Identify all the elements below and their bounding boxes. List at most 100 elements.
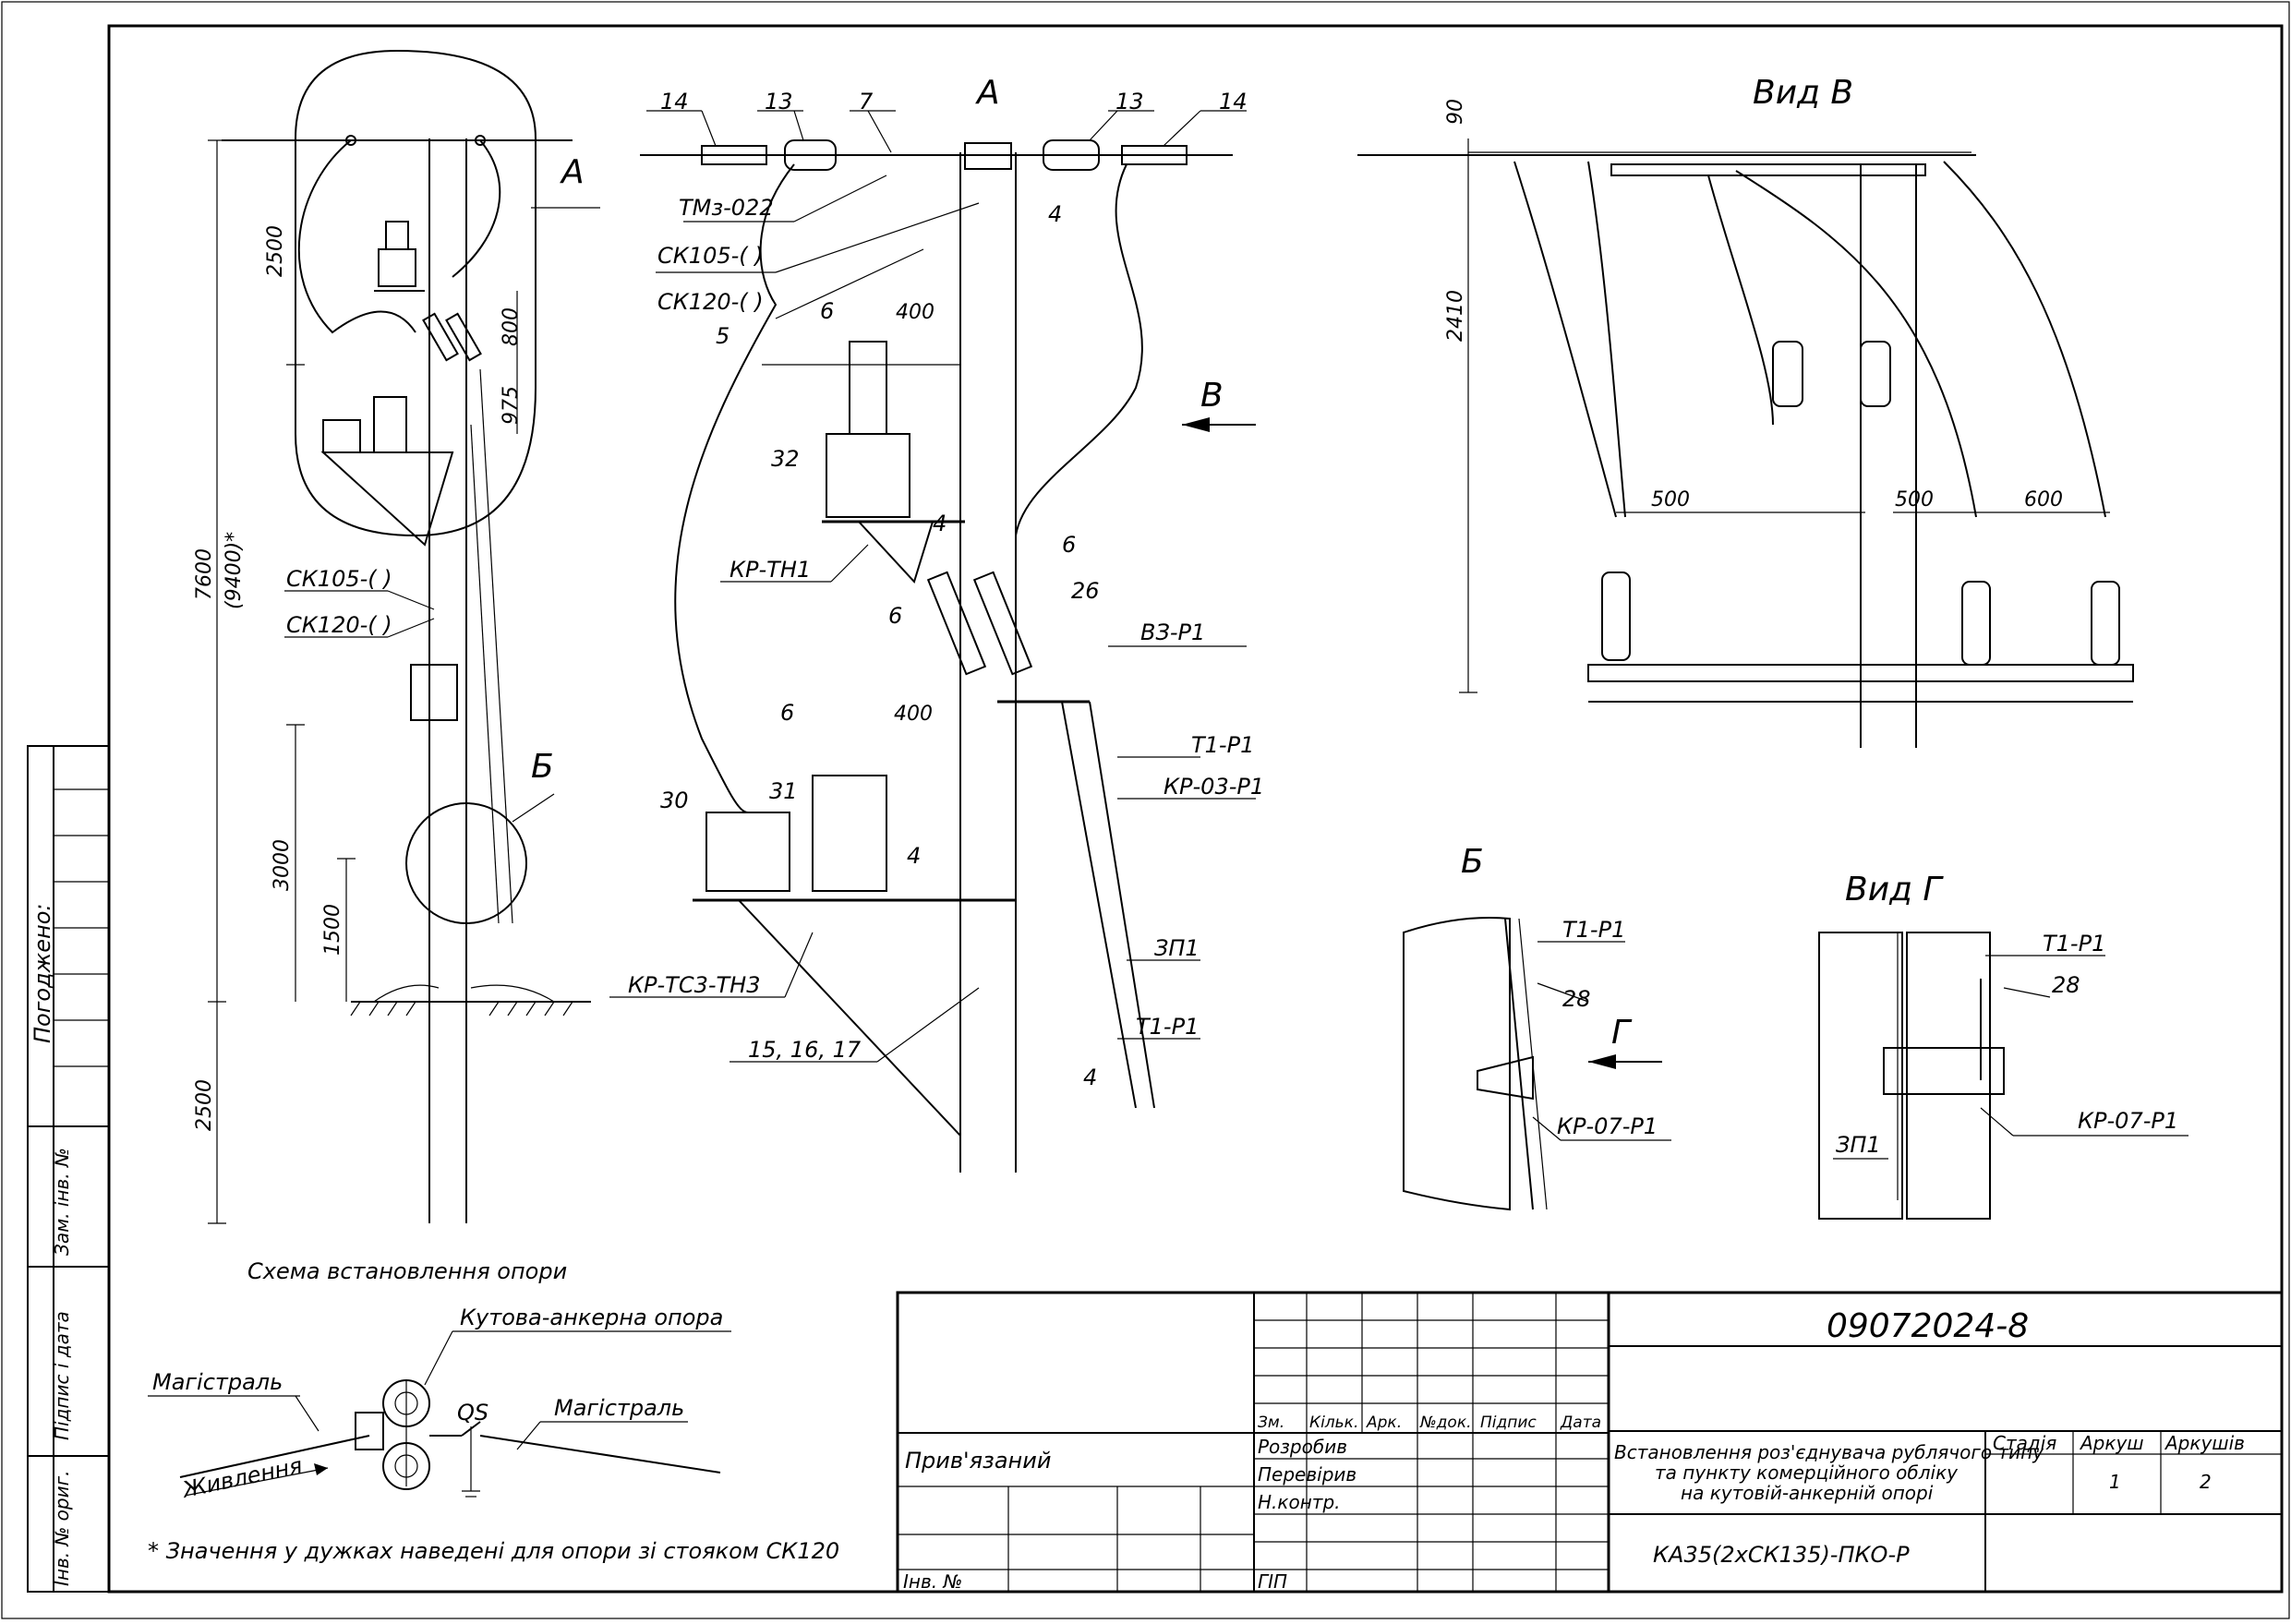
view-g-title: Вид Г bbox=[1845, 871, 1944, 908]
callout-kr03: КР-03-Р1 bbox=[1164, 774, 1264, 800]
callout-4c: 4 bbox=[907, 843, 921, 869]
dim-500b: 500 bbox=[1895, 488, 1934, 511]
tb-hdr-ark: Арк. bbox=[1366, 1413, 1402, 1432]
callout-krtc: КР-ТС3-ТН3 bbox=[628, 972, 761, 998]
left-ck105: СК105-( ) bbox=[286, 566, 392, 592]
callout-4d: 4 bbox=[1083, 1065, 1097, 1090]
detail-b-title: Б bbox=[1461, 843, 1484, 881]
detail-b-t1r1: Т1-Р1 bbox=[1562, 917, 1625, 943]
tb-arkushiv-val: 2 bbox=[2200, 1471, 2212, 1493]
callout-vzr1: ВЗ-Р1 bbox=[1140, 620, 1205, 645]
callout-30: 30 bbox=[660, 788, 689, 813]
schema-title: Схема встановлення опори bbox=[247, 1258, 567, 1284]
callout-13a: 13 bbox=[765, 89, 793, 114]
tb-gip: ГІП bbox=[1258, 1570, 1287, 1593]
tb-hdr-data: Дата bbox=[1560, 1413, 1601, 1432]
title-block: 09072024-8 Зм. Кільк. Арк. №док. Підпис … bbox=[896, 1291, 2284, 1594]
callout-ck105: СК105-( ) bbox=[657, 243, 764, 269]
callout-4b: 4 bbox=[933, 511, 947, 536]
detail-a-marker: А bbox=[560, 153, 585, 191]
single-line-schema: Кутова-анкерна опора Магістраль Магістра… bbox=[148, 1305, 839, 1564]
binding-strip: Погоджено: Зам. інв. № Підпис і дата Інв… bbox=[27, 745, 110, 1593]
tb-hdr-zm: Зм. bbox=[1258, 1413, 1284, 1432]
callout-krtn1: КР-ТН1 bbox=[730, 557, 811, 583]
detail-b: Б Г Т1-Р1 28 КР-07-Р1 bbox=[1403, 843, 1671, 1211]
callout-26: 26 bbox=[1071, 578, 1100, 604]
view-g-28: 28 bbox=[2052, 972, 2080, 998]
callout-31: 31 bbox=[769, 778, 798, 804]
pole-installation-view: А Б bbox=[193, 49, 600, 1284]
sheet-inner-frame bbox=[107, 24, 2284, 1594]
view-b-arrow-label: В bbox=[1200, 377, 1224, 415]
zam-inv-label: Зам. інв. № bbox=[51, 1148, 73, 1256]
callout-tmz022: ТМз-022 bbox=[679, 195, 774, 221]
inv-orig-label: Інв. № ориг. bbox=[51, 1471, 73, 1586]
schema-zhyvlennia: Живлення bbox=[178, 1452, 304, 1503]
tb-stadia: Стадія bbox=[1993, 1432, 2056, 1454]
detail-b-marker: Б bbox=[531, 748, 554, 786]
dim-1500: 1500 bbox=[321, 904, 344, 956]
view-g-arrow-label: Г bbox=[1611, 1014, 1633, 1052]
tb-pryviazanyi: Прив'язаний bbox=[905, 1448, 1051, 1474]
view-g-zp1: ЗП1 bbox=[1836, 1132, 1881, 1158]
dim-2500-top: 2500 bbox=[264, 225, 287, 277]
view-b: Вид В 9 bbox=[1357, 74, 2134, 748]
detail-b-kr07: КР-07-Р1 bbox=[1557, 1113, 1658, 1139]
tb-inv-no: Інв. № bbox=[903, 1570, 962, 1593]
detail-b-circle bbox=[405, 802, 527, 924]
schema-mag-left: Магістраль bbox=[152, 1369, 283, 1395]
dim-975: 975 bbox=[500, 386, 523, 425]
dim-800: 800 bbox=[500, 307, 523, 346]
dim-500a: 500 bbox=[1651, 488, 1690, 511]
tb-hdr-kilk: Кільк. bbox=[1309, 1413, 1358, 1432]
dim-9400: (9400)* bbox=[223, 532, 246, 609]
view-g-kr07: КР-07-Р1 bbox=[2078, 1108, 2178, 1134]
detail-b-28: 28 bbox=[1562, 986, 1591, 1012]
callout-t1r1a: Т1-Р1 bbox=[1191, 732, 1254, 758]
schema-mag-right: Магістраль bbox=[554, 1395, 684, 1421]
callout-zp1: ЗП1 bbox=[1154, 935, 1200, 961]
dim-90: 90 bbox=[1444, 99, 1467, 125]
pogodzheno-label: Погоджено: bbox=[30, 904, 55, 1043]
callout-6d: 6 bbox=[780, 700, 794, 726]
view-a-title: А bbox=[975, 74, 1000, 112]
tb-arkush-val: 1 bbox=[2109, 1471, 2121, 1493]
tb-designation: КА35(2хСК135)-ПКО-Р bbox=[1653, 1542, 1910, 1568]
dim-3000: 3000 bbox=[271, 839, 294, 891]
schema-qs: QS bbox=[457, 1400, 488, 1426]
tb-hdr-pidpys: Підпис bbox=[1480, 1413, 1537, 1432]
detail-a-outline bbox=[295, 49, 537, 537]
callout-6b: 6 bbox=[1062, 532, 1076, 558]
dim-400b: 400 bbox=[894, 703, 933, 726]
dim-2500-bottom: 2500 bbox=[193, 1079, 216, 1131]
dim-2410: 2410 bbox=[1444, 290, 1467, 342]
tb-desc1: Встановлення роз'єднувача рублячого типу bbox=[1614, 1441, 2044, 1463]
callout-13b: 13 bbox=[1115, 89, 1144, 114]
tb-nkontr: Н.контр. bbox=[1258, 1491, 1341, 1513]
tb-desc3: на кутовій-анкерній опорі bbox=[1681, 1482, 1934, 1504]
view-g: Вид Г Т1-Р1 28 ЗП1 КР-07-Р1 bbox=[1818, 871, 2189, 1220]
tb-desc2: та пункту комерційного обліку bbox=[1655, 1462, 1959, 1484]
view-b-title: Вид В bbox=[1753, 74, 1853, 112]
dim-400a: 400 bbox=[896, 301, 934, 324]
callout-151617: 15, 16, 17 bbox=[748, 1037, 862, 1063]
callout-14b: 14 bbox=[1219, 89, 1248, 114]
view-g-t1r1: Т1-Р1 bbox=[2043, 931, 2105, 956]
left-ck120: СК120-( ) bbox=[286, 612, 392, 638]
tb-hdr-ndok: №док. bbox=[1419, 1413, 1472, 1432]
schema-kutova: Кутова-анкерна опора bbox=[460, 1305, 723, 1330]
tb-rozrobyv: Розробив bbox=[1258, 1436, 1347, 1458]
callout-5: 5 bbox=[716, 323, 730, 349]
callout-4a: 4 bbox=[1048, 201, 1062, 227]
callout-ck120: СК120-( ) bbox=[657, 289, 764, 315]
callout-32: 32 bbox=[771, 446, 800, 472]
callout-t1r1b: Т1-Р1 bbox=[1136, 1014, 1199, 1040]
footnote: * Значення у дужках наведені для опори з… bbox=[148, 1538, 839, 1564]
tb-code: 09072024-8 bbox=[1827, 1307, 2029, 1345]
tb-pereviryv: Перевірив bbox=[1258, 1463, 1357, 1486]
tb-arkushiv: Аркушів bbox=[2164, 1432, 2245, 1454]
callout-14a: 14 bbox=[660, 89, 689, 114]
callout-6c: 6 bbox=[888, 603, 902, 629]
